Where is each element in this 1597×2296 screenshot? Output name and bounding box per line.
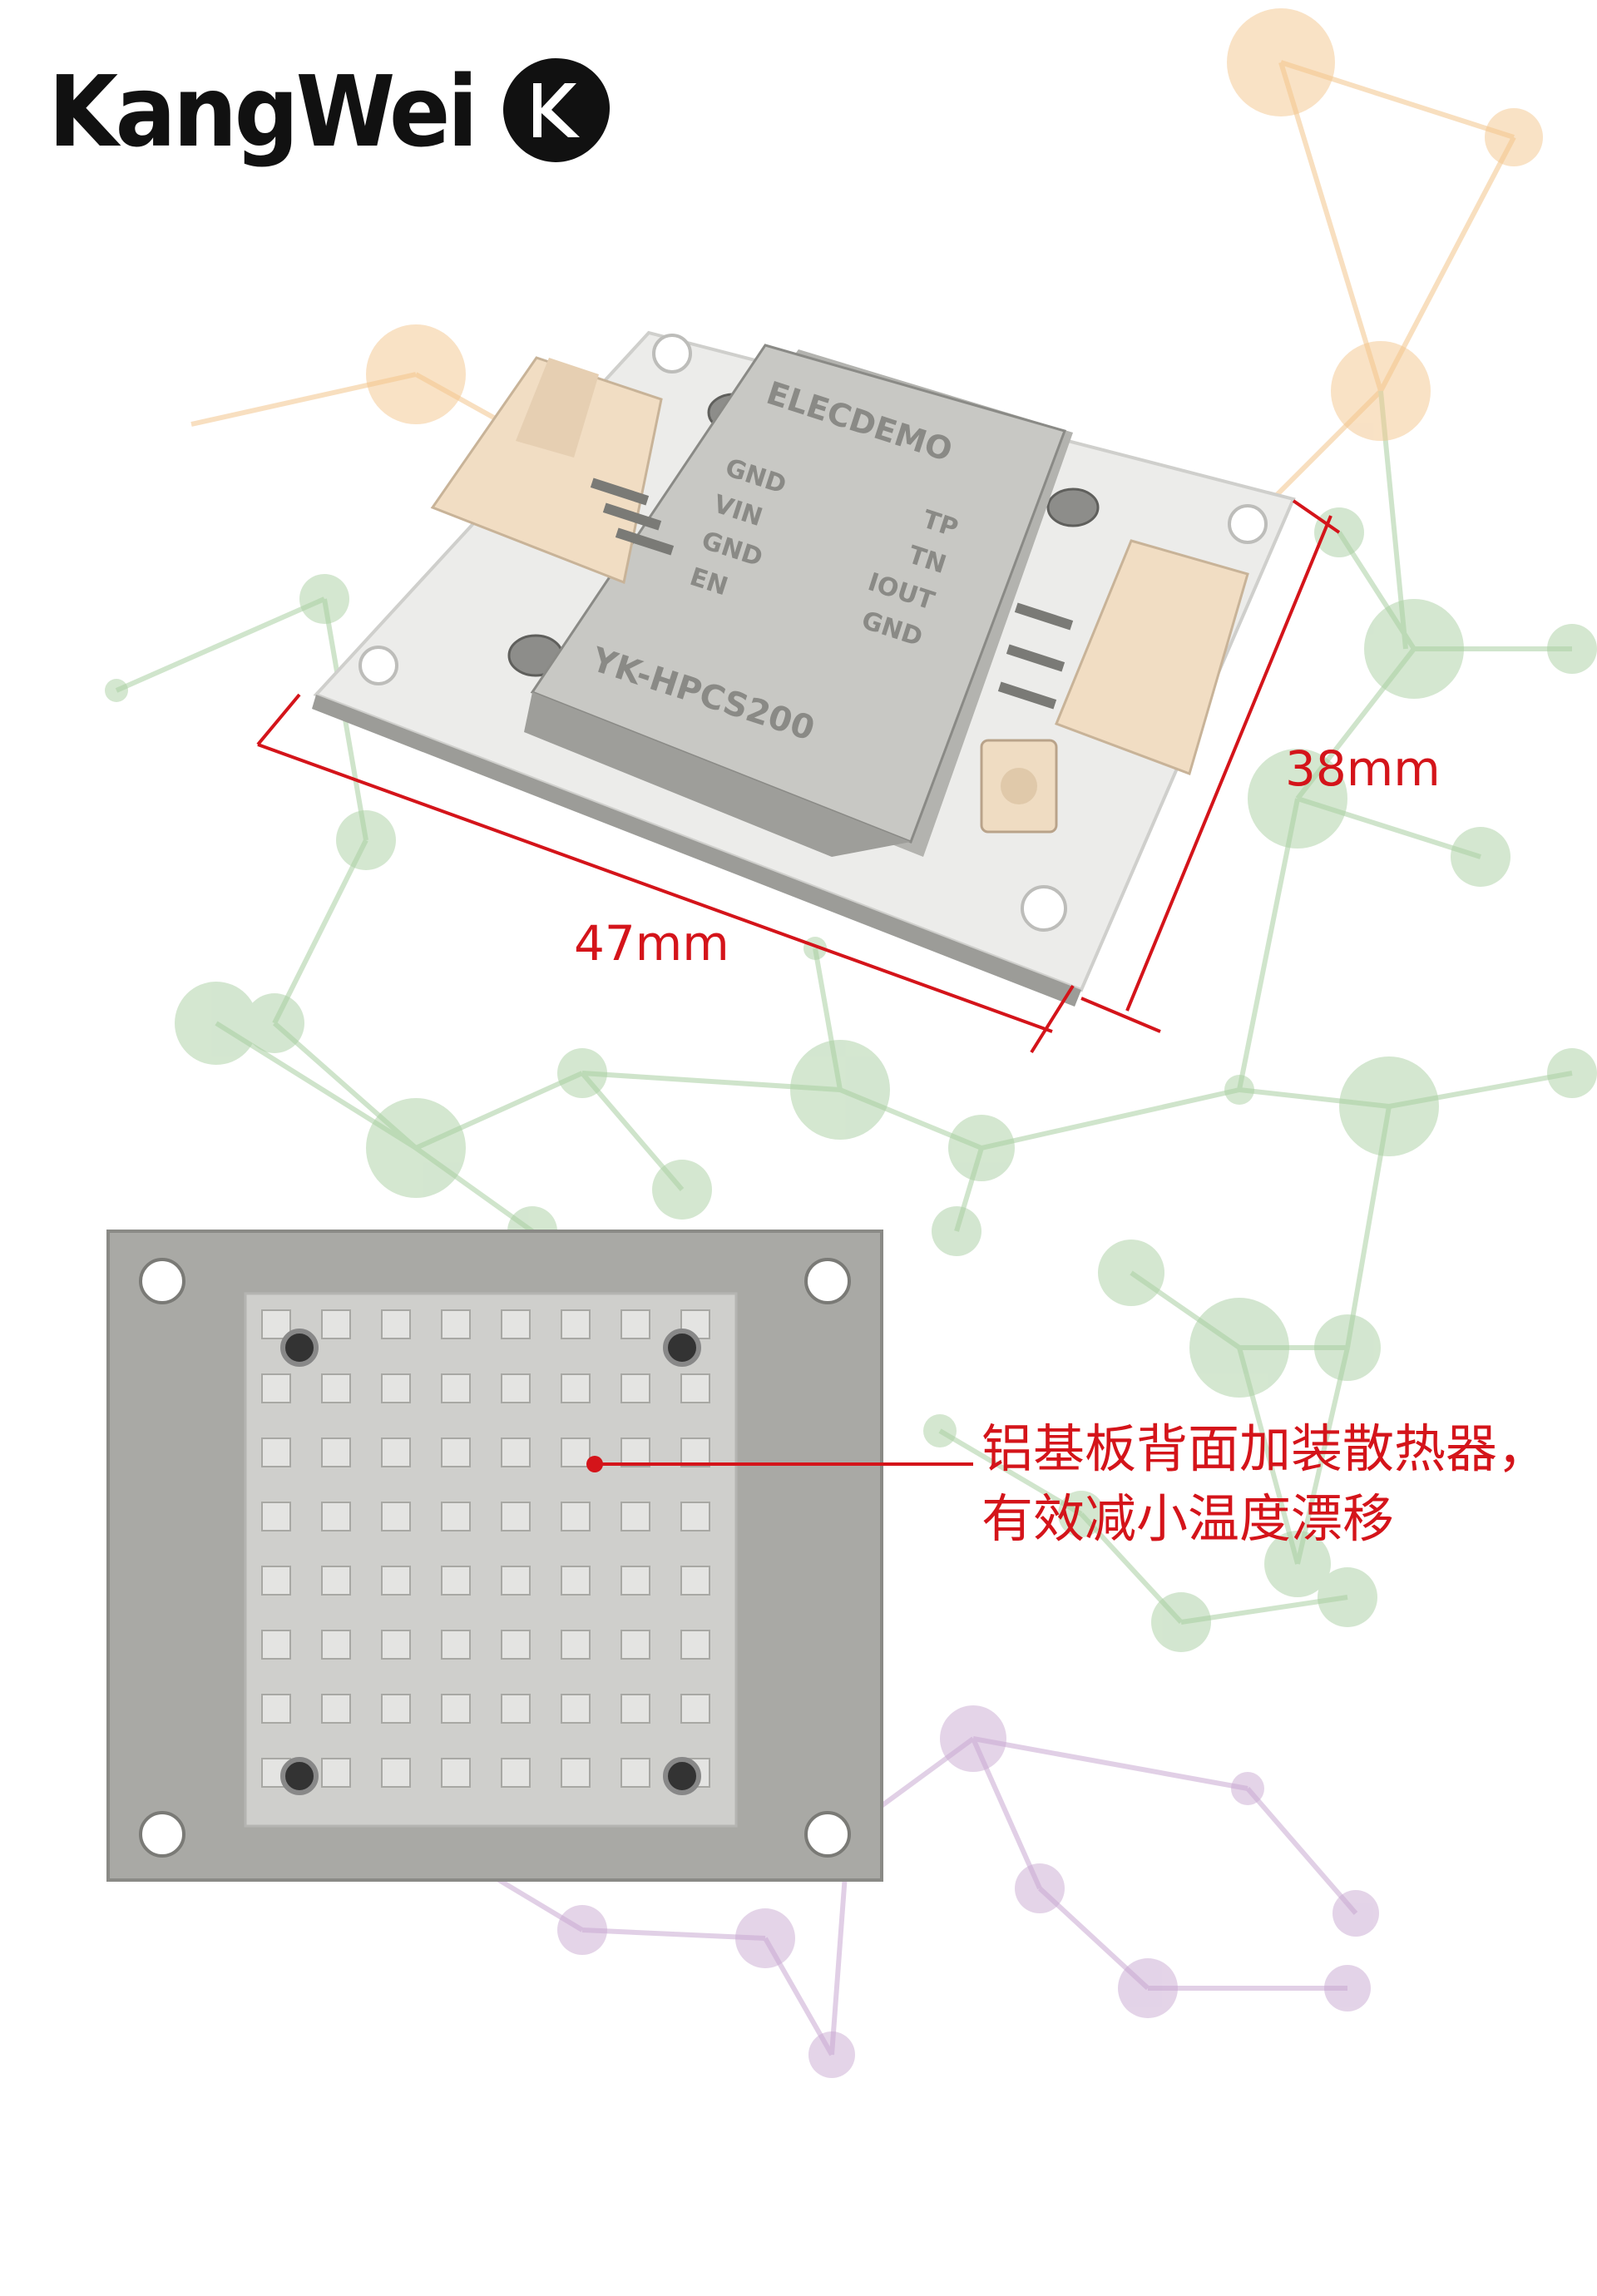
heatsink-fin — [441, 1694, 471, 1724]
heatsink-fin — [321, 1758, 351, 1788]
heatsink-fin — [321, 1502, 351, 1531]
heatsink-fin — [441, 1373, 471, 1403]
heatsink-body — [244, 1292, 738, 1828]
heatsink-fin — [501, 1373, 531, 1403]
heatsink-fin — [381, 1758, 411, 1788]
heatsink-fin — [501, 1566, 531, 1596]
right-connector — [980, 539, 1249, 834]
heatsink-fin — [261, 1437, 291, 1467]
heatsink-fin — [261, 1309, 291, 1339]
heatsink-fin — [261, 1566, 291, 1596]
shield-can — [524, 344, 1073, 857]
heatsink-fin — [441, 1630, 471, 1660]
heatsink-fin — [561, 1694, 591, 1724]
dimension-lines — [256, 499, 1341, 1054]
heatsink-fin — [381, 1502, 411, 1531]
brand-mark-icon — [503, 58, 610, 162]
heatsink-fin — [381, 1373, 411, 1403]
heatsink-fin — [561, 1309, 591, 1339]
annotation-text: 铝基板背面加装散热器， 有效减小温度漂移 — [981, 1414, 1549, 1554]
heatsink-fin — [621, 1373, 650, 1403]
heatsink-fin — [501, 1309, 531, 1339]
background-network — [105, 8, 1597, 2078]
heatsink-fin — [321, 1437, 351, 1467]
annotation-line-2: 有效减小温度漂移 — [981, 1488, 1395, 1549]
heatsink-fin — [680, 1502, 710, 1531]
heatsink-fin — [501, 1694, 531, 1724]
heatsink-fin — [680, 1437, 710, 1467]
heatsink-fin — [501, 1758, 531, 1788]
heatsink-fin — [680, 1566, 710, 1596]
brand-logo: KangWei — [48, 46, 610, 179]
heatsink-fin — [441, 1502, 471, 1531]
heatsink-fin — [501, 1437, 531, 1467]
heatsink-fin — [381, 1309, 411, 1339]
heatsink-fin — [680, 1630, 710, 1660]
heatsink-fin — [621, 1566, 650, 1596]
heatsink-fin — [501, 1502, 531, 1531]
heatsink-fin — [561, 1630, 591, 1660]
heatsink-fin — [321, 1373, 351, 1403]
heatsink-fin — [321, 1309, 351, 1339]
heatsink-fin — [561, 1566, 591, 1596]
heatsink-fin — [621, 1309, 650, 1339]
heatsink-fin — [381, 1437, 411, 1467]
heatsink-fin — [501, 1630, 531, 1660]
heatsink-fin — [621, 1437, 650, 1467]
heatsink-fin — [561, 1373, 591, 1403]
heatsink-photo — [106, 1230, 883, 1882]
annotation-line-1: 铝基板背面加装散热器， — [981, 1418, 1550, 1479]
heatsink-fin — [381, 1630, 411, 1660]
heatsink-fin — [441, 1309, 471, 1339]
heatsink-fin — [561, 1437, 591, 1467]
heatsink-fin — [621, 1630, 650, 1660]
heatsink-fin — [621, 1694, 650, 1724]
heatsink-fin — [561, 1502, 591, 1531]
heatsink-fin — [621, 1758, 650, 1788]
heatsink-fin — [321, 1630, 351, 1660]
heatsink-fin — [441, 1437, 471, 1467]
brand-name: KangWei — [48, 54, 478, 169]
heatsink-fin — [381, 1566, 411, 1596]
module-board-photo — [256, 330, 1341, 1054]
heatsink-fin — [261, 1694, 291, 1724]
heatsink-fin — [321, 1694, 351, 1724]
heatsink-fin — [261, 1373, 291, 1403]
heatsink-fin — [680, 1694, 710, 1724]
height-dimension-label: 38mm — [1285, 740, 1441, 797]
product-image: KangWei — [48, 8, 1597, 2078]
heatsink-fin — [261, 1630, 291, 1660]
heatsink-fin — [441, 1758, 471, 1788]
heatsink-fin — [261, 1502, 291, 1531]
heatsink-fin — [561, 1758, 591, 1788]
heatsink-fin — [381, 1694, 411, 1724]
width-dimension-label: 47mm — [574, 915, 729, 972]
heatsink-fin — [680, 1373, 710, 1403]
heatsink-fin — [621, 1502, 650, 1531]
heatsink-fin — [441, 1566, 471, 1596]
heatsink-fin — [321, 1566, 351, 1596]
left-connector — [430, 356, 675, 585]
